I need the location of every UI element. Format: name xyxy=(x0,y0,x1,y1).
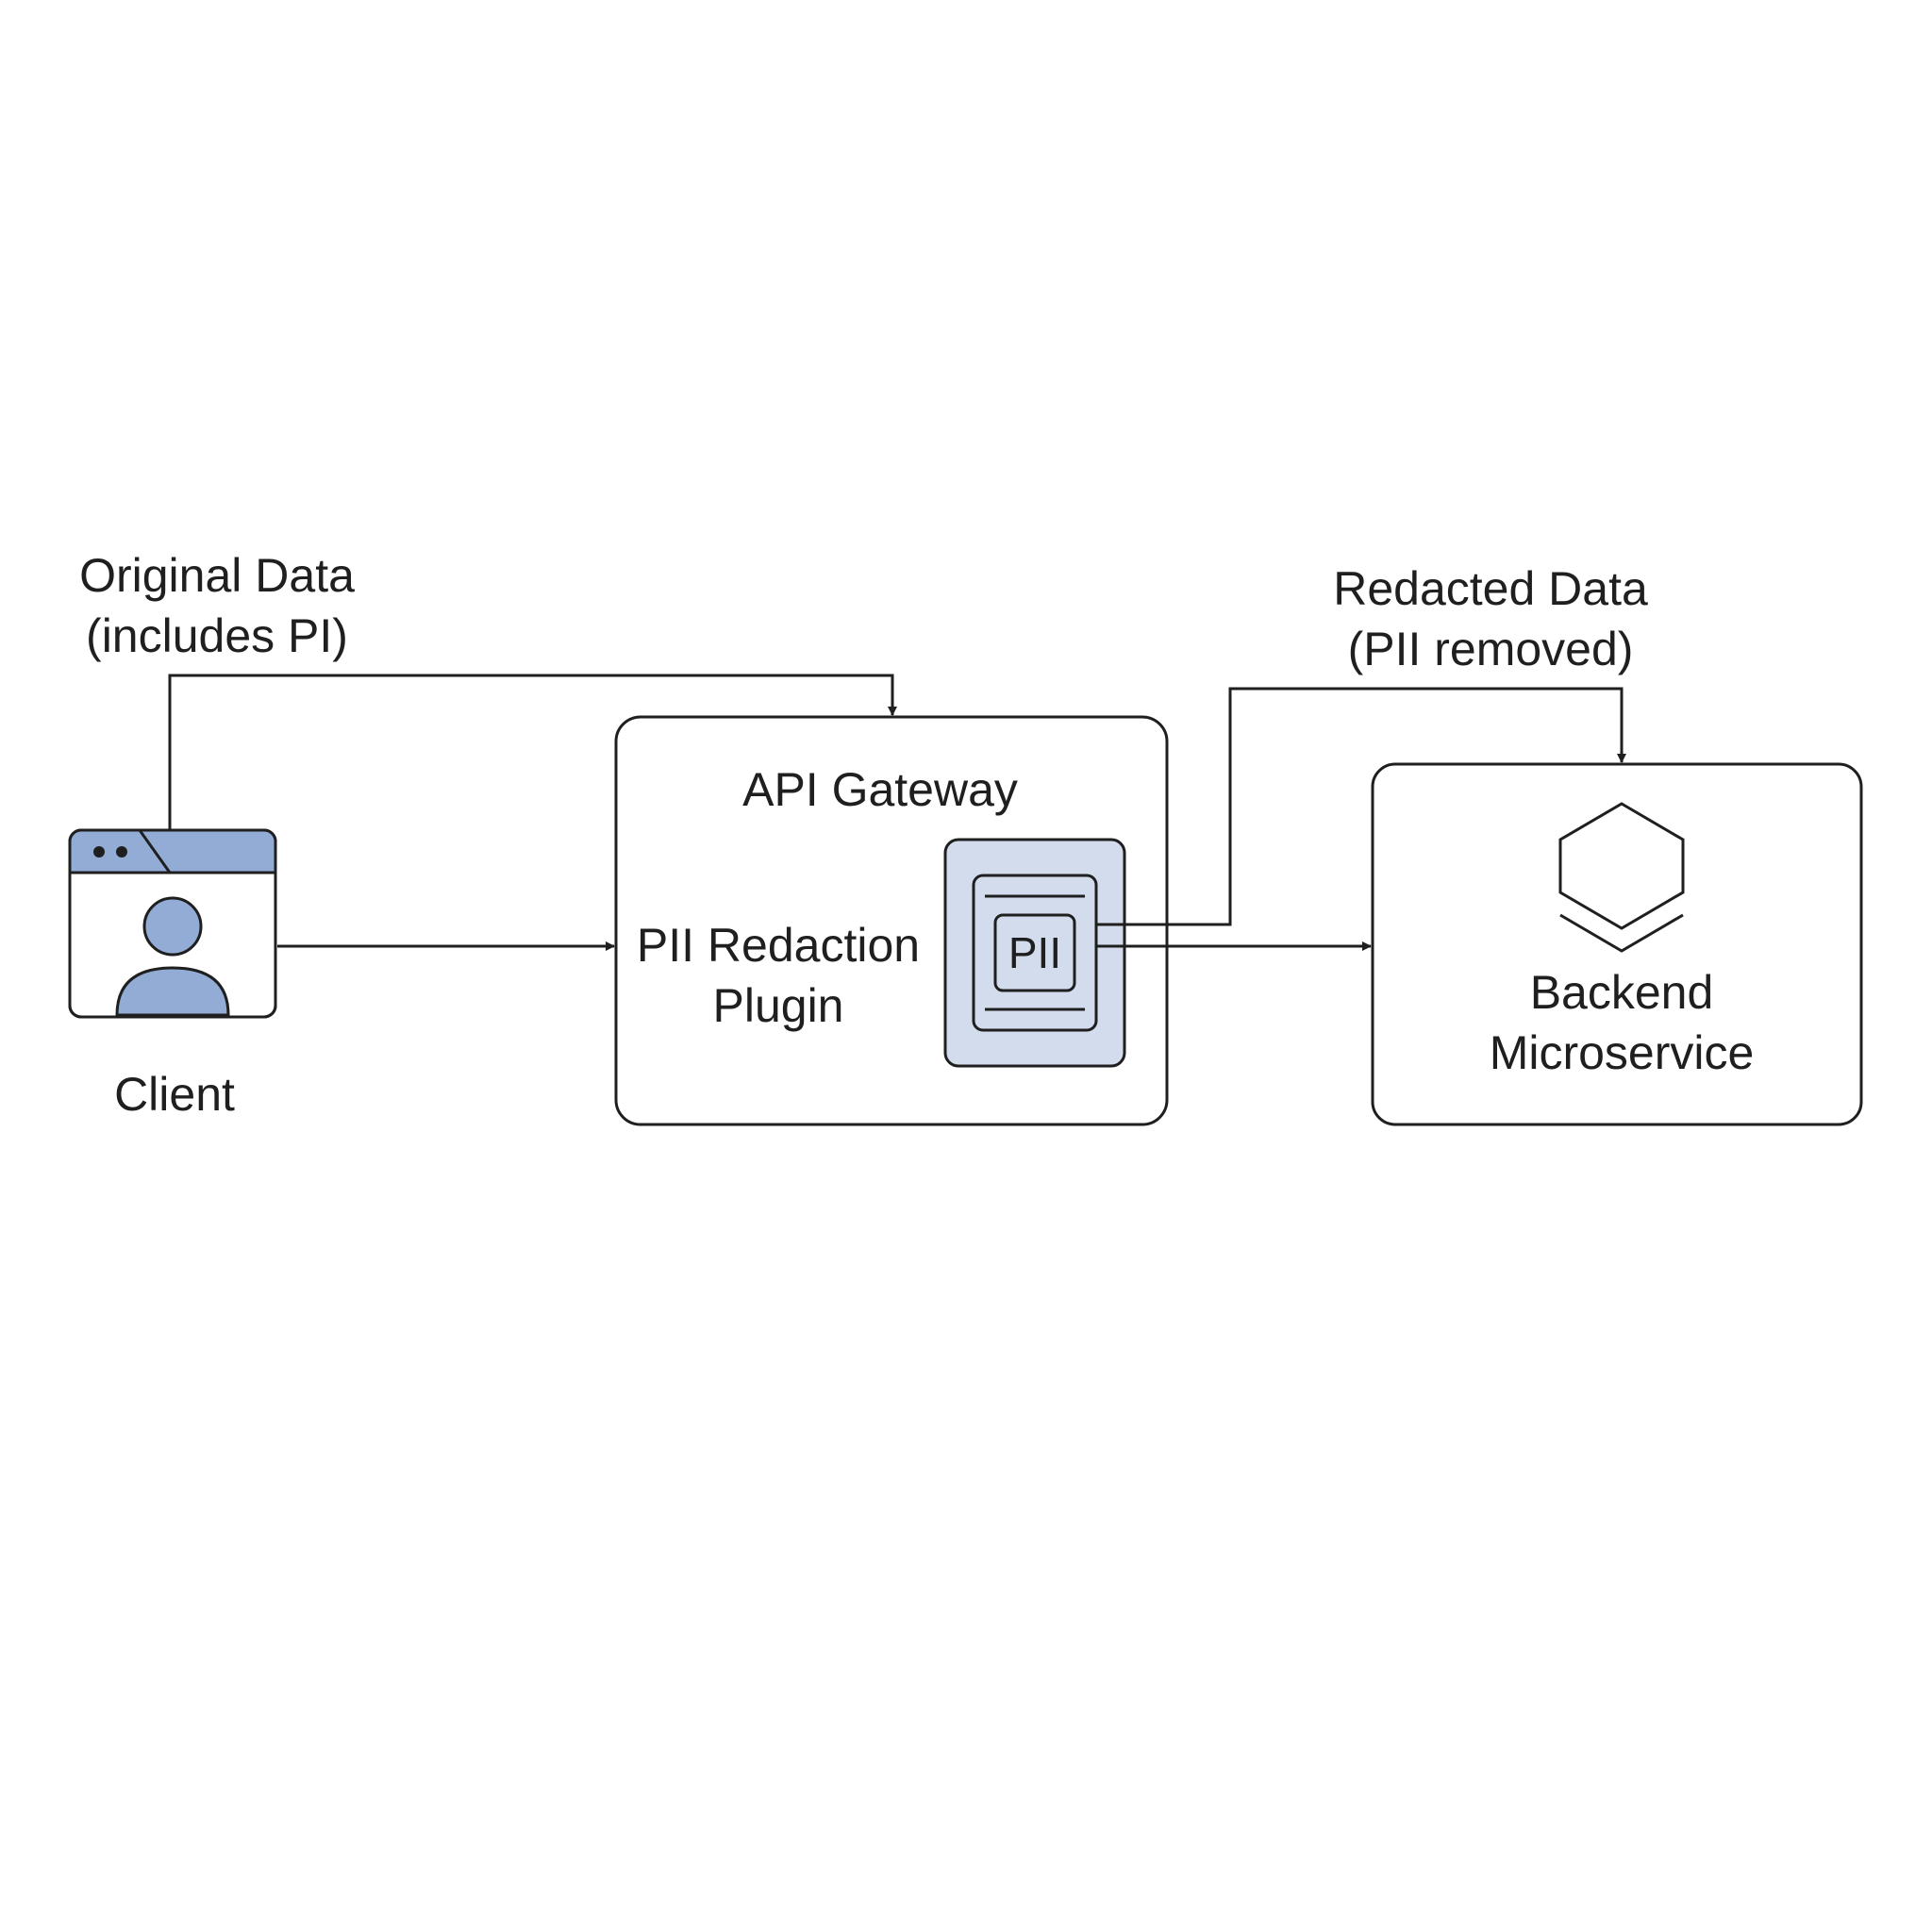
client-browser-user-icon xyxy=(68,828,277,1019)
original-data-arrow xyxy=(168,674,897,830)
backend-microservice-box xyxy=(1371,762,1863,1126)
plugin-line-1: PII Redaction xyxy=(636,919,921,972)
hexagon-stack-icon xyxy=(1558,802,1685,953)
pii-redaction-plugin-label: PII Redaction Plugin xyxy=(623,915,934,1036)
client-label: Client xyxy=(114,1068,235,1121)
original-data-line-1: Original Data xyxy=(79,549,355,602)
pii-plugin-icon xyxy=(943,838,1126,1068)
plugin-line-2: Plugin xyxy=(712,979,844,1032)
backend-microservice-label: Backend Microservice xyxy=(1428,962,1815,1083)
api-gateway-title: API Gateway xyxy=(742,763,1018,816)
redacted-data-label: Redacted Data (PII removed) xyxy=(1292,558,1689,679)
redacted-data-arrow xyxy=(1096,687,1626,926)
redacted-data-line-1: Redacted Data xyxy=(1333,562,1648,615)
original-data-line-2: (includes PI) xyxy=(86,609,348,662)
original-data-label: Original Data (includes PI) xyxy=(38,545,396,666)
backend-line-2: Microservice xyxy=(1489,1026,1755,1079)
backend-line-1: Backend xyxy=(1529,966,1714,1019)
redacted-data-line-2: (PII removed) xyxy=(1347,623,1634,675)
pii-chip-label: PII xyxy=(1008,928,1062,977)
